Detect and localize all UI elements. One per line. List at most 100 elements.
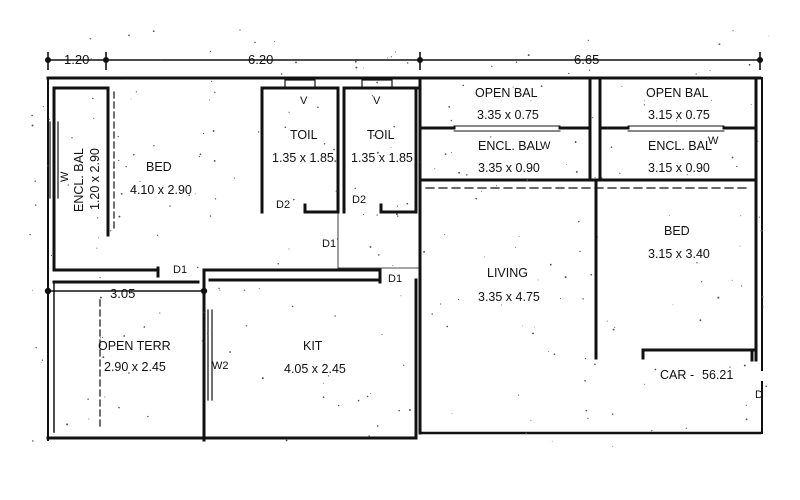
speckle	[423, 250, 426, 253]
speckle	[701, 281, 703, 283]
speckle	[214, 91, 216, 94]
speckle	[354, 187, 357, 190]
speckle	[644, 383, 646, 385]
speckle	[610, 146, 613, 148]
speckle	[475, 197, 478, 200]
speckle	[245, 325, 248, 327]
speckle	[619, 172, 621, 174]
speckle	[98, 237, 99, 239]
speckle	[130, 98, 132, 100]
speckle	[160, 59, 162, 61]
door-tag-d1: D1	[322, 238, 336, 250]
speckle	[702, 252, 704, 254]
speckle	[188, 194, 191, 197]
speckle	[564, 276, 567, 279]
speckle	[152, 30, 155, 33]
vent-tag-v: V	[300, 95, 308, 107]
speckle	[94, 157, 96, 159]
room-size: 1.35 x 1.85	[272, 151, 334, 165]
speckle	[651, 429, 653, 432]
speckle	[522, 325, 524, 327]
speckle	[676, 120, 678, 122]
speckle	[209, 50, 212, 53]
door-tag-d1: D1	[388, 273, 402, 285]
speckle	[357, 399, 360, 402]
speckle	[323, 143, 326, 145]
speckle	[120, 193, 123, 195]
speckle	[458, 171, 461, 174]
speckle	[377, 254, 380, 256]
speckle	[133, 187, 136, 190]
room-size: 1.20 x 2.90	[88, 148, 102, 210]
room-name: ENCL. BAL	[72, 148, 86, 212]
door-tag-d1: D1	[173, 264, 187, 276]
speckle	[155, 363, 157, 366]
speckle	[35, 346, 37, 349]
room-name: CAR	[660, 368, 686, 382]
speckle	[611, 413, 614, 415]
speckle	[317, 106, 319, 108]
room-name: OPEN TERR	[98, 339, 171, 353]
speckle	[362, 213, 365, 216]
room-size: 4.10 x 2.90	[130, 183, 192, 197]
speckle	[295, 61, 297, 64]
speckle	[739, 245, 741, 247]
speckle	[717, 296, 720, 299]
speckle	[692, 140, 694, 142]
speckle	[199, 153, 202, 156]
speckle	[214, 198, 217, 200]
speckle	[211, 80, 213, 82]
speckle	[406, 202, 409, 205]
dimension-label-1-20: 1.20	[64, 52, 89, 67]
speckle	[587, 417, 589, 419]
speckle	[206, 332, 209, 335]
speckle	[614, 326, 616, 328]
speckle	[592, 117, 594, 119]
room-bed-left: BED 4.10 x 2.90	[130, 160, 192, 197]
speckle	[133, 153, 135, 156]
speckle	[420, 161, 421, 163]
speckle	[88, 418, 90, 420]
room-name: BED	[664, 224, 690, 238]
speckle	[395, 51, 397, 53]
speckle	[32, 440, 34, 442]
speckle	[333, 148, 335, 151]
room-size: 3.15 x 3.40	[648, 247, 710, 261]
speckle	[196, 266, 199, 269]
speckle	[643, 104, 646, 106]
speckle	[159, 312, 161, 314]
speckle	[584, 357, 587, 360]
room-living: LIVING 3.35 x 4.75	[478, 266, 540, 304]
speckle	[462, 84, 465, 87]
speckle	[398, 409, 400, 412]
speckle	[710, 99, 712, 101]
speckle	[29, 233, 31, 236]
speckle	[444, 234, 446, 236]
speckle	[128, 372, 130, 374]
speckle	[612, 328, 615, 331]
speckle	[204, 341, 206, 343]
speckle	[530, 100, 532, 102]
speckle	[280, 73, 283, 75]
speckle	[169, 205, 171, 207]
room-size: 3.15 x 0.90	[648, 161, 710, 175]
speckle	[274, 41, 276, 43]
speckle	[654, 368, 657, 371]
speckle	[143, 326, 146, 328]
speckle	[514, 246, 517, 248]
speckle	[575, 170, 578, 173]
speckle	[327, 375, 330, 377]
speckle	[574, 141, 577, 143]
speckle	[118, 215, 121, 218]
speckle	[579, 250, 581, 253]
speckle	[695, 73, 697, 75]
speckle	[335, 190, 338, 192]
speckle	[393, 125, 395, 128]
speckle	[117, 135, 119, 138]
speckle	[706, 78, 709, 81]
speckle	[526, 179, 529, 181]
speckle	[99, 277, 101, 279]
speckle	[156, 234, 159, 236]
speckle	[261, 377, 264, 380]
speckle	[49, 118, 51, 120]
